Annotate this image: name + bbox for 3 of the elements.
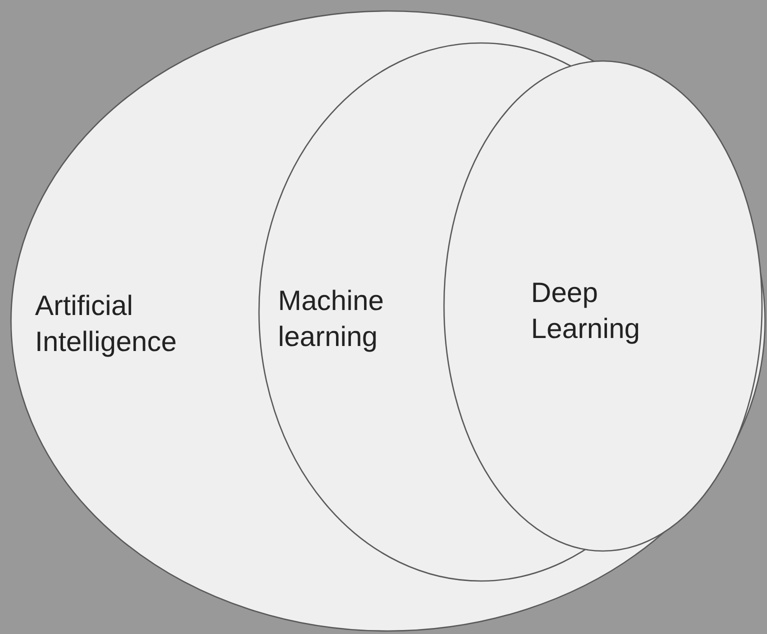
ellipse-label: Machine learning — [278, 284, 385, 354]
ellipse-label: Deep Learning — [531, 276, 641, 346]
ellipse-label: Artificial Intelligence — [35, 289, 178, 359]
